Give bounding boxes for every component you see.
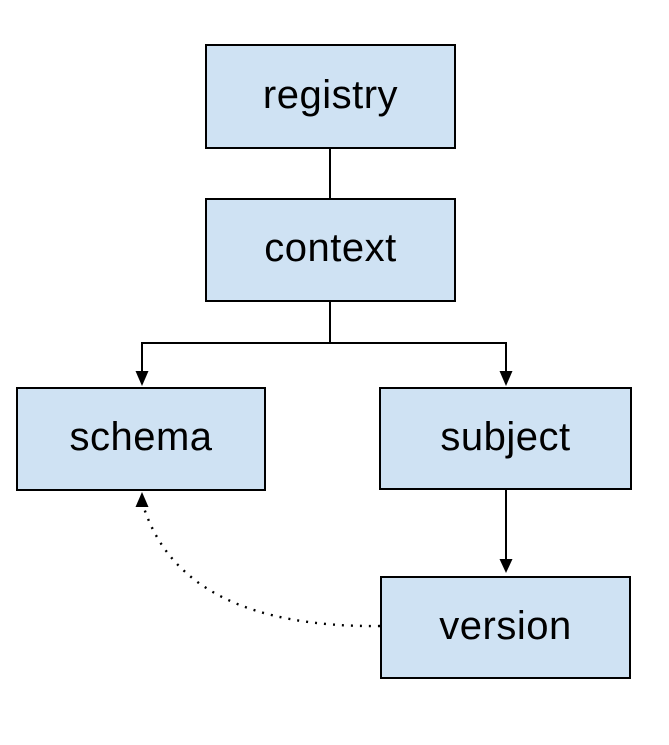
node-schema-label: schema: [69, 415, 213, 459]
arrowhead-into-schema: [135, 371, 149, 386]
node-context: context: [205, 198, 456, 302]
node-version: version: [380, 576, 631, 679]
node-registry: registry: [205, 44, 456, 149]
node-context-label: context: [264, 226, 397, 270]
node-registry-label: registry: [262, 72, 399, 117]
node-schema: schema: [16, 387, 266, 491]
arrowhead-into-version: [499, 559, 513, 573]
node-subject: subject: [379, 387, 632, 490]
arrowhead-dotted-into-schema: [135, 492, 149, 507]
arrowhead-into-subject: [499, 371, 513, 386]
node-version-label: version: [439, 603, 572, 648]
edge-context-branch: [141, 342, 507, 374]
edge-version-schema-dotted: [142, 507, 381, 628]
node-subject-label: subject: [440, 414, 571, 459]
